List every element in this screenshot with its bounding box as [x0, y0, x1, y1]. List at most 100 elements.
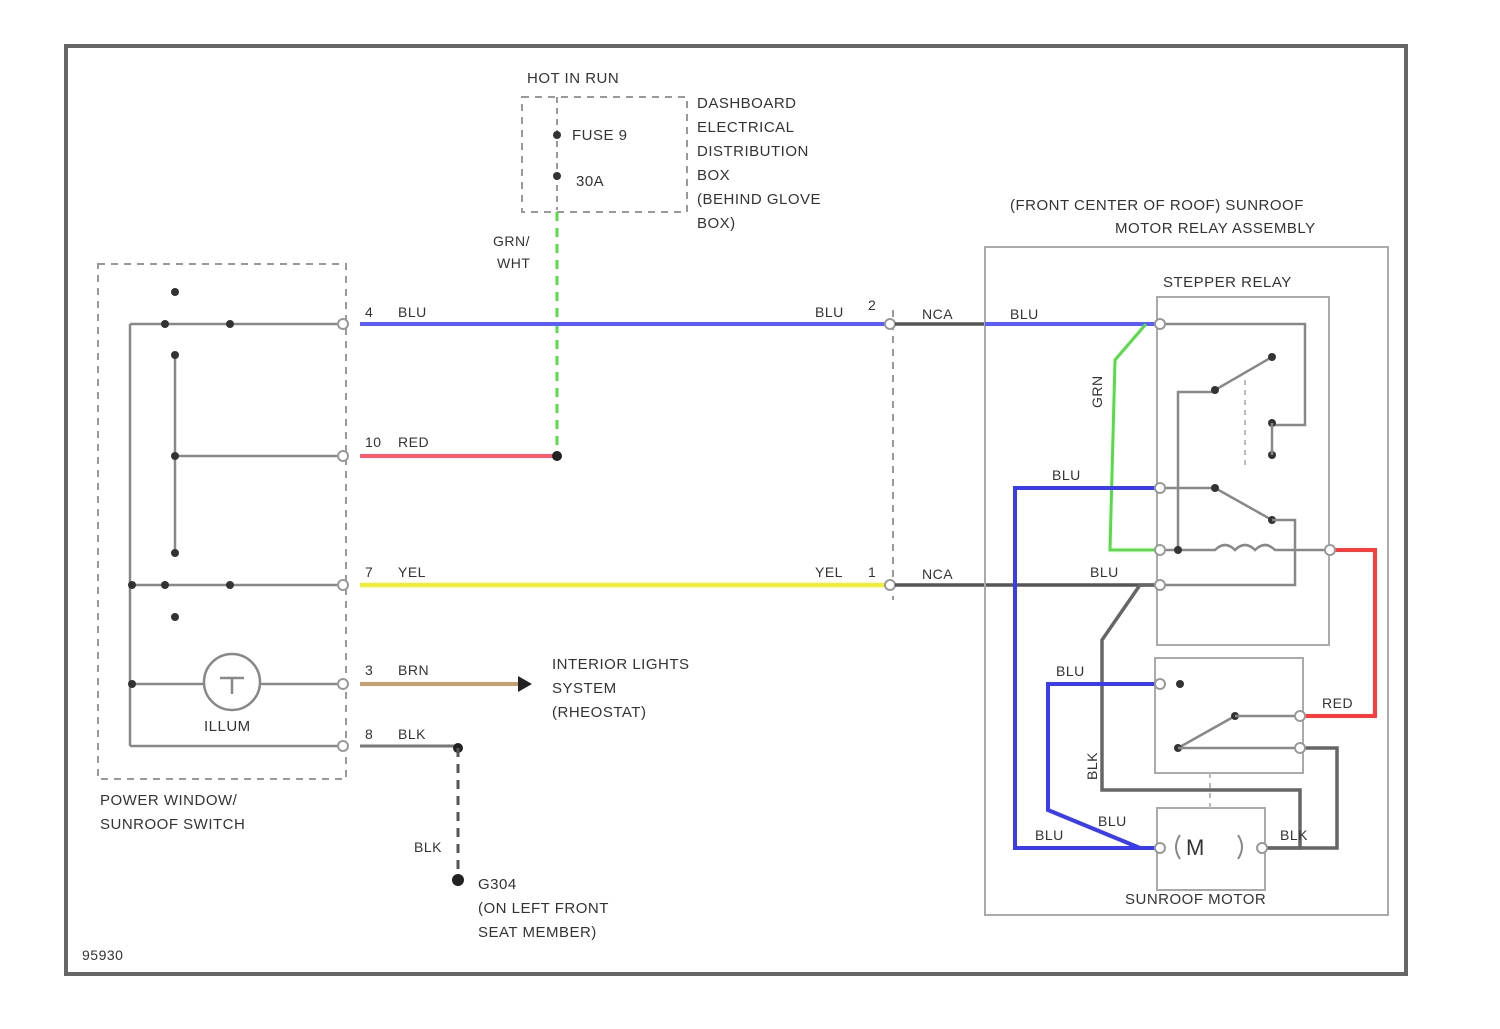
red-relay-label: RED	[1322, 695, 1353, 711]
hot-in-run-label: HOT IN RUN	[527, 70, 619, 87]
blk-vert-label: BLK	[1084, 752, 1100, 780]
interior-lights-1: INTERIOR LIGHTS	[552, 656, 690, 673]
blk-motor-label: BLK	[1280, 827, 1308, 843]
interior-lights-3: (RHEOSTAT)	[552, 704, 646, 721]
dash-box-line5: (BEHIND GLOVE	[697, 191, 821, 208]
fuse-node-bottom	[553, 172, 561, 180]
relay-terminal	[1155, 679, 1165, 689]
red-sw-label: RED	[398, 434, 429, 450]
relay-contact	[1211, 484, 1219, 492]
conn-pin-1	[885, 580, 895, 590]
blu-relay-gray-label: BLU	[1090, 564, 1119, 580]
blu-top-label: BLU	[398, 304, 427, 320]
pin2-label: 2	[868, 297, 876, 313]
blu-lower-label: BLU	[1056, 663, 1085, 679]
dash-box-line4: BOX	[697, 167, 730, 184]
dash-box-line3: DISTRIBUTION	[697, 143, 809, 160]
switch-contact	[171, 288, 179, 296]
relay-switch-arm	[1178, 716, 1235, 748]
ground-label-3: SEAT MEMBER)	[478, 924, 597, 941]
illum-label: ILLUM	[204, 718, 251, 735]
nca-bot-label: NCA	[922, 566, 953, 582]
relay-contact	[1174, 546, 1182, 554]
motor-terminal	[1155, 843, 1165, 853]
ground-label-1: G304	[478, 876, 517, 893]
blk-sw-label: BLK	[398, 726, 426, 742]
fuse-node-top	[553, 131, 561, 139]
switch-contact	[226, 320, 234, 328]
relay-contact	[1176, 680, 1184, 688]
relay-assy-label-2: MOTOR RELAY ASSEMBLY	[1115, 220, 1316, 237]
pin4-label: 4	[365, 304, 373, 320]
yel-sw-label: YEL	[398, 564, 426, 580]
grn-wht-label-1: GRN/	[493, 233, 530, 249]
relay-switch-arm	[1215, 357, 1272, 390]
relay-internal-line	[1178, 392, 1215, 550]
switch-contact	[171, 549, 179, 557]
dash-box-line6: BOX)	[697, 215, 736, 232]
motor-symbol: M	[1186, 835, 1204, 860]
switch-contact	[161, 581, 169, 589]
grn-relay-label: GRN	[1089, 375, 1105, 408]
relay-coil-icon	[1160, 545, 1330, 550]
red-relay-wire	[1300, 550, 1375, 716]
grn-relay-wire	[1110, 324, 1160, 550]
blk-ground-label: BLK	[414, 839, 442, 855]
dash-box-line2: ELECTRICAL	[697, 119, 795, 136]
relay-contact	[1211, 386, 1219, 394]
pin3-label: 3	[365, 662, 373, 678]
dash-box-line1: DASHBOARD	[697, 95, 797, 112]
switch-contact	[161, 320, 169, 328]
switch-contact	[128, 680, 136, 688]
motor-terminal	[1257, 843, 1267, 853]
pin-4	[338, 319, 348, 329]
blu-relay-top-label: BLU	[1010, 306, 1039, 322]
relay-terminal	[1155, 319, 1165, 329]
nca-top-label: NCA	[922, 306, 953, 322]
outer-frame	[66, 46, 1406, 974]
pin-7	[338, 580, 348, 590]
relay-terminal	[1295, 711, 1305, 721]
switch-label-2: SUNROOF SWITCH	[100, 816, 245, 833]
brn-arrow-icon	[518, 676, 532, 692]
blu-mid-wire	[1015, 488, 1160, 848]
yel-conn-label: YEL	[815, 564, 843, 580]
switch-contact	[171, 613, 179, 621]
relay-terminal	[1155, 580, 1165, 590]
pin10-label: 10	[365, 434, 382, 450]
conn-pin-2	[885, 319, 895, 329]
relay-assembly-outline	[985, 247, 1388, 915]
blu-mid-label: BLU	[1052, 467, 1081, 483]
grn-wht-label-2: WHT	[497, 255, 530, 271]
blu-motor1-label: BLU	[1035, 827, 1064, 843]
switch-contact	[171, 452, 179, 460]
page-id: 95930	[82, 947, 123, 963]
ground-point	[452, 874, 464, 886]
interior-lights-2: SYSTEM	[552, 680, 617, 697]
red-splice	[552, 451, 562, 461]
switch-label-1: POWER WINDOW/	[100, 792, 238, 809]
pin-3	[338, 679, 348, 689]
blu-motor2-label: BLU	[1098, 813, 1127, 829]
blu-conn-label: BLU	[815, 304, 844, 320]
sunroof-motor-label: SUNROOF MOTOR	[1125, 891, 1266, 908]
relay-contact	[1268, 353, 1276, 361]
fuse-rating: 30A	[576, 173, 604, 190]
stepper-relay-label: STEPPER RELAY	[1163, 274, 1292, 291]
ground-label-2: (ON LEFT FRONT	[478, 900, 609, 917]
pin8-label: 8	[365, 726, 373, 742]
switch-contact	[171, 351, 179, 359]
relay-terminal	[1155, 545, 1165, 555]
motor-outline	[1157, 808, 1265, 890]
pin1-label: 1	[868, 564, 876, 580]
relay-terminal	[1295, 743, 1305, 753]
switch-contact	[226, 581, 234, 589]
pin-8	[338, 741, 348, 751]
relay-internal-line	[1160, 324, 1305, 425]
fuse-label: FUSE 9	[572, 127, 628, 144]
relay-terminal	[1155, 483, 1165, 493]
fuse-box-outline	[522, 97, 687, 212]
relay-switch-arm	[1215, 488, 1272, 520]
